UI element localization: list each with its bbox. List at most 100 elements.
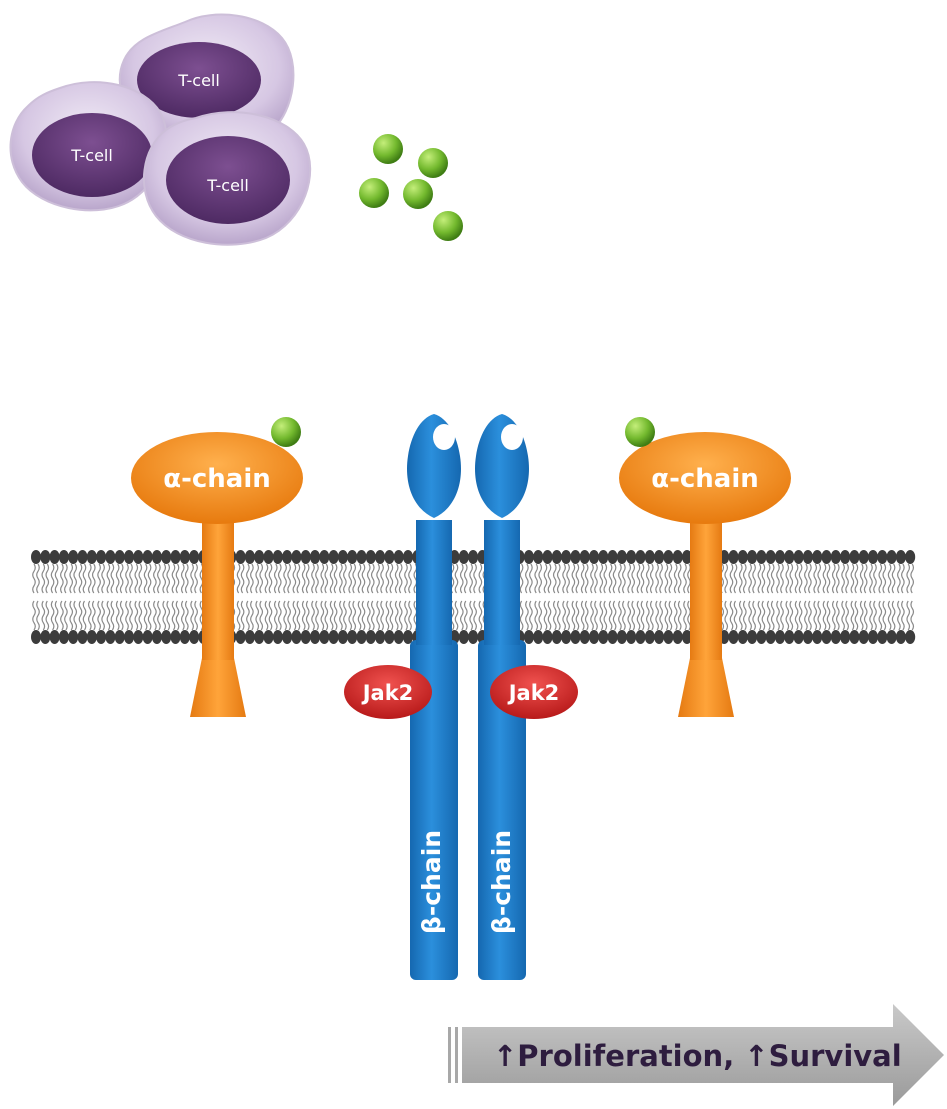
lipid-tail <box>543 600 548 631</box>
lipid-tail <box>910 600 915 631</box>
lipid-tail <box>115 600 120 631</box>
lipid-tail <box>854 563 859 594</box>
lipid-tail <box>808 563 812 594</box>
bound-cytokine <box>271 417 301 447</box>
lipid-head <box>905 550 916 564</box>
lipid-tail <box>153 563 157 594</box>
lipid-tail <box>64 600 68 631</box>
lipid-head <box>682 550 692 564</box>
lipid-tail <box>389 600 394 631</box>
lipid-head <box>468 630 479 644</box>
lipid-head <box>775 630 785 644</box>
lipid-tail <box>668 600 673 631</box>
lipid-tail <box>584 600 589 631</box>
lipid-tail <box>454 563 459 594</box>
lipid-tail <box>301 563 306 594</box>
lipid-tail <box>552 600 557 631</box>
lipid-tail <box>590 600 594 631</box>
lipid-tail <box>259 563 264 594</box>
lipid-head <box>86 550 97 564</box>
lipid-tail <box>854 600 859 631</box>
lipid-tail <box>780 600 784 631</box>
lipid-head <box>328 550 339 564</box>
lipid-tail <box>659 563 663 594</box>
lipid-head <box>523 630 534 644</box>
lipid-tail <box>478 600 483 631</box>
lipid-tail <box>575 600 580 631</box>
lipid-tail <box>859 600 864 631</box>
lipid-tail <box>376 600 380 631</box>
lipid-head <box>347 630 358 644</box>
lipid-tail <box>724 600 729 631</box>
lipid-tail <box>101 563 105 594</box>
lipid-head <box>142 550 153 564</box>
lipid-tail <box>649 600 654 631</box>
lipid-head <box>375 550 386 564</box>
lipid-tail <box>841 563 845 594</box>
lipid-tail <box>398 600 403 631</box>
lipid-head <box>310 550 320 564</box>
lipid-tail <box>250 563 254 594</box>
lipid-tail <box>273 600 278 631</box>
lipid-tail <box>292 600 297 631</box>
lipid-tail <box>910 563 915 594</box>
lipid-tail <box>804 563 808 594</box>
lipid-head <box>654 630 665 644</box>
lipid-tail <box>547 563 552 594</box>
lipid-tail <box>897 563 901 594</box>
lipid-tail <box>348 600 353 631</box>
lipid-head <box>858 550 869 564</box>
lipid-tail <box>761 563 766 594</box>
lipid-head <box>728 630 739 644</box>
lipid-head <box>765 550 776 564</box>
lipid-head <box>784 550 795 564</box>
lipid-tail <box>668 563 673 594</box>
lipid-tail <box>36 600 40 631</box>
lipid-tail <box>845 600 849 631</box>
cytokine-molecule <box>373 134 403 164</box>
lipid-tail <box>566 563 570 594</box>
lipid-tail <box>273 563 278 594</box>
lipid-tail <box>831 600 836 631</box>
lipid-head <box>821 550 832 564</box>
lipid-tail <box>729 600 734 631</box>
lipid-tail <box>631 600 636 631</box>
lipid-head <box>40 630 51 644</box>
lipid-tail <box>41 600 46 631</box>
t-cell-label: T-cell <box>206 176 249 195</box>
lipid-tail <box>813 600 818 631</box>
lipid-head <box>840 550 851 564</box>
alpha-chain-label: α-chain <box>163 464 271 494</box>
lipid-tail <box>538 600 543 631</box>
lipid-head <box>793 630 804 644</box>
lipid-tail <box>469 600 473 631</box>
lipid-tail <box>891 563 896 594</box>
lipid-head <box>895 630 906 644</box>
bound-cytokine <box>625 417 655 447</box>
lipid-head <box>840 630 851 644</box>
lipid-head <box>784 630 795 644</box>
lipid-head <box>905 630 916 644</box>
lipid-tail <box>73 600 78 631</box>
lipid-head <box>291 550 302 564</box>
lipid-tail <box>106 563 111 594</box>
lipid-head <box>561 630 572 644</box>
lipid-tail <box>562 563 566 594</box>
lipid-tail <box>906 600 911 631</box>
lipid-tail <box>673 600 678 631</box>
lipid-tail <box>404 600 408 631</box>
lipid-head <box>523 550 534 564</box>
lipid-tail <box>906 563 911 594</box>
lipid-head <box>682 630 692 644</box>
lipid-tail <box>608 563 613 594</box>
lipid-tail <box>305 600 310 631</box>
lipid-head <box>282 630 293 644</box>
beta-chain-transmembrane-domain <box>416 520 452 645</box>
lipid-tail <box>733 563 738 594</box>
beta-chain-label: β-chain <box>487 830 516 934</box>
lipid-tail <box>129 600 133 631</box>
lipid-tail <box>190 563 194 594</box>
lipid-tail <box>329 563 334 594</box>
lipid-tail <box>618 563 622 594</box>
lipid-tail <box>766 600 771 631</box>
